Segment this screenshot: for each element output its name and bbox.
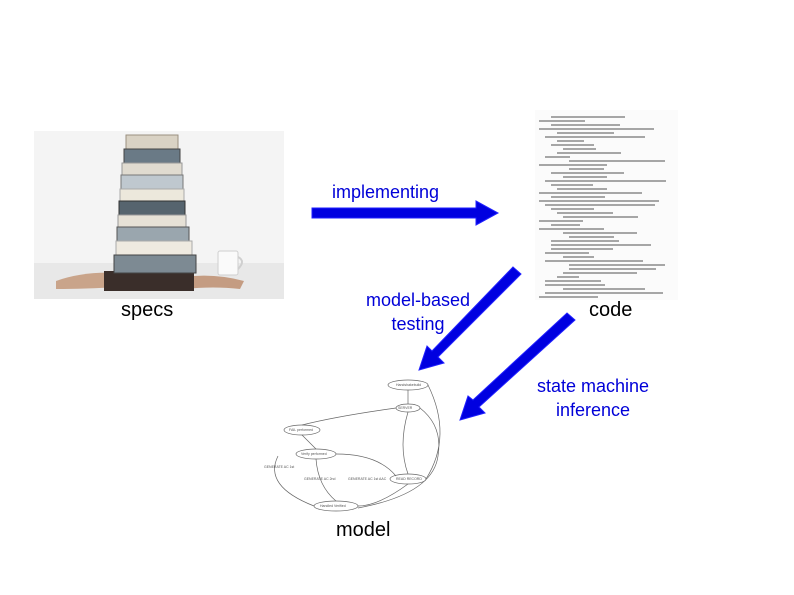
state-machine-inference-label: state machine inference [518,374,668,422]
model-based-testing-line2: testing [346,312,490,336]
state-machine-inference-line1: state machine [518,374,668,398]
code-label: code [589,299,632,322]
model-label: model [336,519,390,542]
model-based-testing-line1: model-based [346,288,490,312]
model-based-testing-label: model-based testing [346,288,490,336]
implementing-label: implementing [332,180,439,204]
state-machine-inference-line2: inference [518,398,668,422]
implementing-arrow [312,201,498,225]
specs-label: specs [121,299,173,322]
